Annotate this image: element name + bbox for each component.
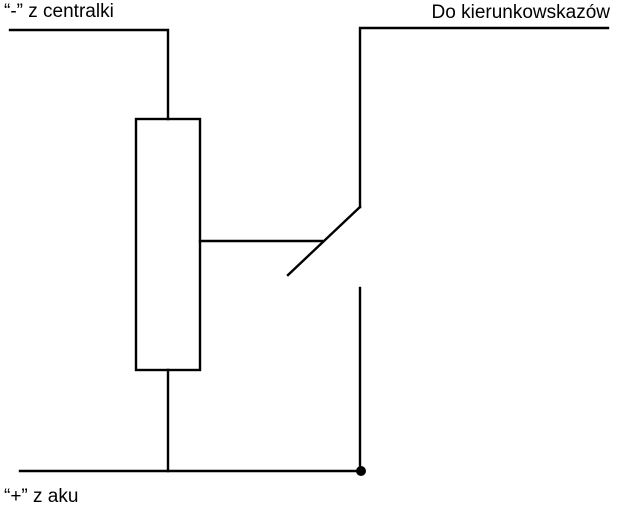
output-wire — [358, 26, 610, 209]
relay-coil — [134, 117, 202, 372]
output-label: Do kierunkowskazów — [431, 2, 610, 23]
minus-input-label: “-” z centralki — [4, 1, 114, 22]
switch-contact-arm — [286, 205, 362, 277]
minus-input-wire — [8, 28, 170, 121]
plus-input-label: “+” z aku — [4, 486, 79, 507]
junction-dot — [356, 466, 366, 476]
